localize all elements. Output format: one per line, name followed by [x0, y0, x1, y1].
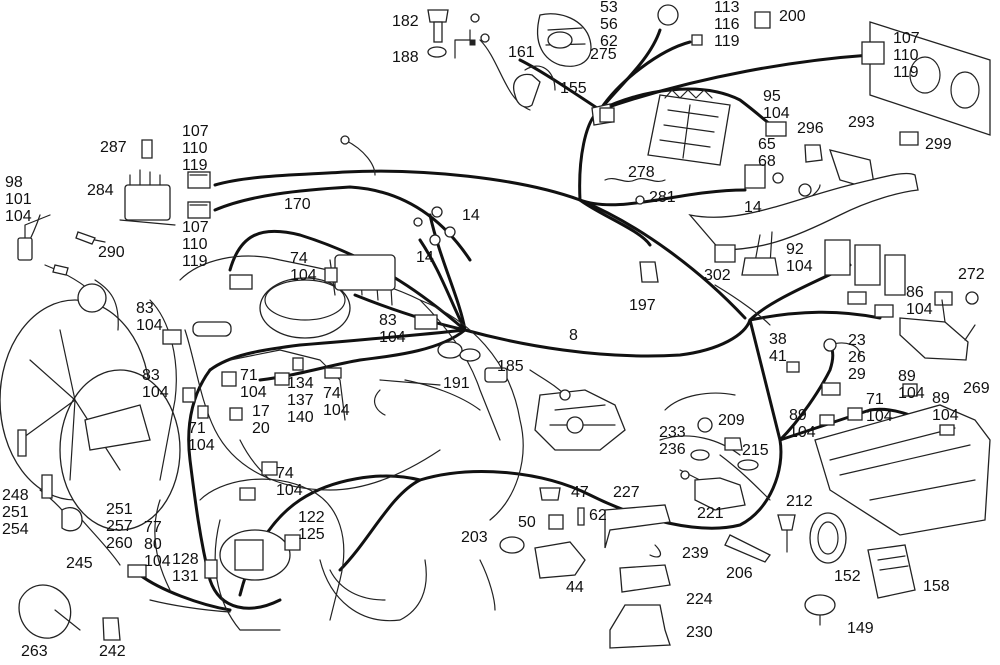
callout-269: 269 [963, 380, 990, 397]
callout-299: 299 [925, 136, 952, 153]
callout-14-right: 14 [744, 199, 762, 216]
callout-302: 302 [704, 267, 731, 284]
callout-14-mid-b: 14 [416, 249, 434, 266]
callout-197: 197 [629, 297, 656, 314]
callout-155: 155 [560, 80, 587, 97]
callout-296: 296 [797, 120, 824, 137]
parts-top-right [604, 21, 991, 361]
callout-152: 152 [834, 568, 861, 585]
callout-293: 293 [848, 114, 875, 131]
callout-278: 278 [628, 164, 655, 181]
callout-44: 44 [566, 579, 584, 596]
parts-top-left [17, 135, 350, 276]
callout-245: 245 [66, 555, 93, 572]
callout-281: 281 [649, 189, 676, 206]
callout-14-mid-a: 14 [462, 207, 480, 224]
callout-191: 191 [443, 375, 470, 392]
callout-188: 188 [392, 49, 419, 66]
callout-170: 170 [284, 196, 311, 213]
callout-206: 206 [726, 565, 753, 582]
callout-242: 242 [99, 643, 126, 660]
callout-8: 8 [569, 327, 578, 344]
callout-227: 227 [613, 484, 640, 501]
callout-287: 287 [100, 139, 127, 156]
harness-connectors [162, 39, 955, 480]
callout-215: 215 [742, 442, 769, 459]
callout-224: 224 [686, 591, 713, 608]
callout-158: 158 [923, 578, 950, 595]
callout-62: 62 [589, 507, 607, 524]
radiator-fan-drawing [0, 279, 181, 531]
callout-47: 47 [571, 484, 589, 501]
parts-bottom-center [499, 389, 771, 649]
callout-149: 149 [847, 620, 874, 637]
callout-263: 263 [21, 643, 48, 660]
parts-bottom-left [17, 429, 301, 641]
callout-290: 290 [98, 244, 125, 261]
callout-221: 221 [697, 505, 724, 522]
callout-209: 209 [718, 412, 745, 429]
callout-185: 185 [497, 358, 524, 375]
callout-203: 203 [461, 529, 488, 546]
callout-182: 182 [392, 13, 419, 30]
callout-200: 200 [779, 8, 806, 25]
callout-239: 239 [682, 545, 709, 562]
callout-272: 272 [958, 266, 985, 283]
callout-212: 212 [786, 493, 813, 510]
parts-top-center [427, 4, 771, 126]
callout-50: 50 [518, 514, 536, 531]
callout-230: 230 [686, 624, 713, 641]
parts-right-middle [659, 392, 991, 626]
callout-275: 275 [590, 46, 617, 63]
callout-161: 161 [508, 44, 535, 61]
callout-284: 284 [87, 182, 114, 199]
